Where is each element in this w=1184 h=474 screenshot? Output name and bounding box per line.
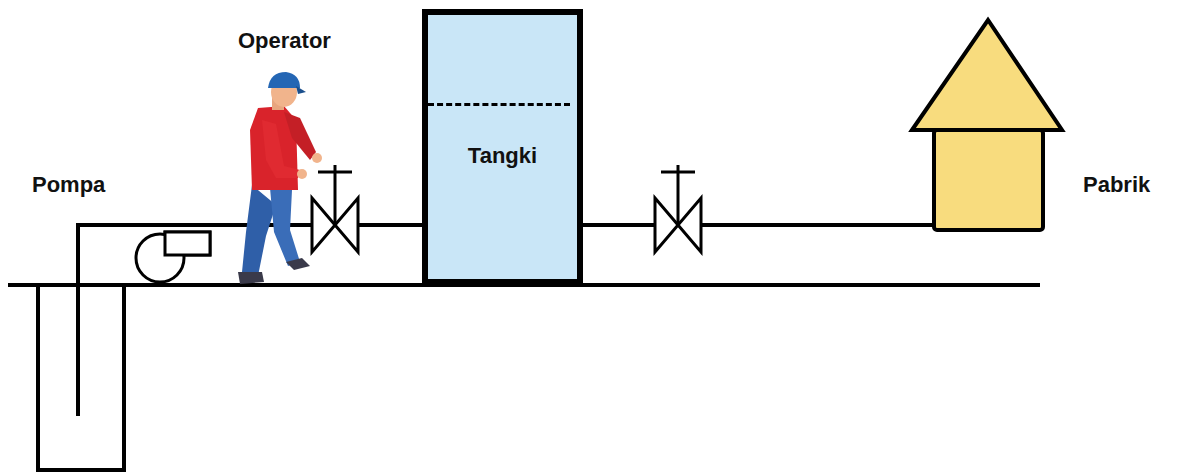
well [38,285,124,470]
factory-house: Pabrik [932,130,1045,232]
pump-symbol: Pompa [130,222,214,284]
tank-box: Tangki [422,9,583,285]
water-level [428,103,570,106]
node-label: Pabrik [1083,172,1150,198]
house-outline [932,130,1045,232]
pipe-connector [583,223,932,227]
valve-symbol [312,165,358,252]
suction-pipe [78,225,214,416]
operator-figure [238,72,322,284]
node-label: Pompa [32,172,105,198]
figure-label: Operator [238,28,331,54]
node-label: Tangki [468,143,537,169]
pump-outline [130,222,214,284]
valve-symbol [655,165,701,252]
